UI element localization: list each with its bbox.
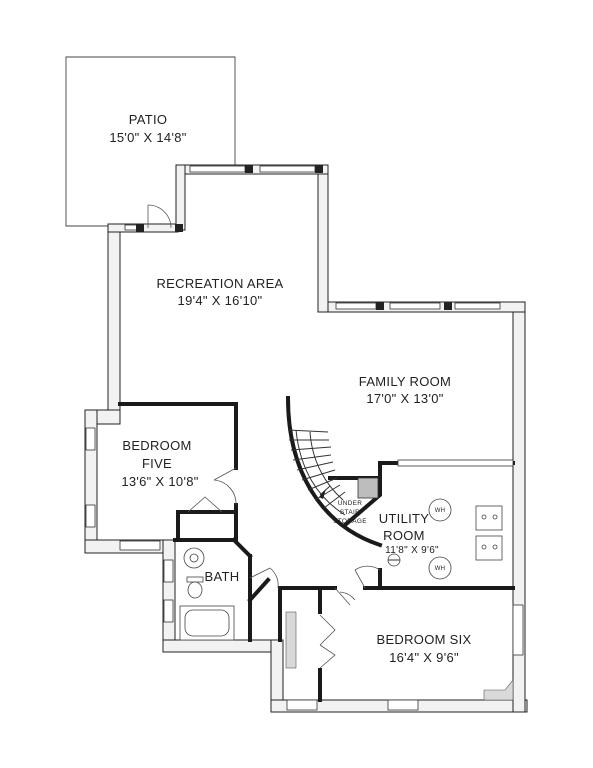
patio-door (147, 204, 172, 229)
family-room-rail (357, 459, 514, 499)
bedroom-six-name: BEDROOM SIX (376, 632, 471, 647)
windows (85, 165, 524, 711)
utility-name-1: UTILITY (379, 511, 430, 526)
bath-name: BATH (205, 569, 240, 584)
under-stair-2: STAIR (340, 509, 360, 516)
bedroom-six-size: 16'4" X 9'6" (389, 650, 459, 665)
recreation-name: RECREATION AREA (156, 276, 283, 291)
interior-walls (118, 395, 515, 702)
patio-name: PATIO (129, 112, 168, 127)
staircase (287, 429, 346, 516)
bath-fixtures (179, 547, 235, 641)
utility-fixtures (387, 498, 503, 580)
bedroom-five-name-1: BEDROOM (122, 438, 191, 453)
bedroom-five-name-2: FIVE (142, 456, 172, 471)
water-heater-1-label: WH (435, 508, 446, 514)
family-name: FAMILY ROOM (359, 374, 451, 389)
family-size: 17'0" X 13'0" (366, 391, 443, 406)
doors (187, 467, 381, 669)
utility-name-2: ROOM (383, 528, 425, 543)
patio-size: 15'0" X 14'8" (109, 130, 186, 145)
utility-size: 11'8" X 9'6" (385, 545, 439, 556)
water-heater-2-label: WH (435, 566, 446, 572)
under-stair-3: STORAGE (333, 518, 367, 525)
room-labels: PATIO 15'0" X 14'8" RECREATION AREA 19'4… (109, 112, 471, 665)
under-stair-1: UNDER (338, 500, 363, 507)
bedroom-six-corner (483, 679, 514, 701)
bedroom-five-size: 13'6" X 10'8" (121, 474, 198, 489)
recreation-size: 19'4" X 16'10" (178, 293, 263, 308)
